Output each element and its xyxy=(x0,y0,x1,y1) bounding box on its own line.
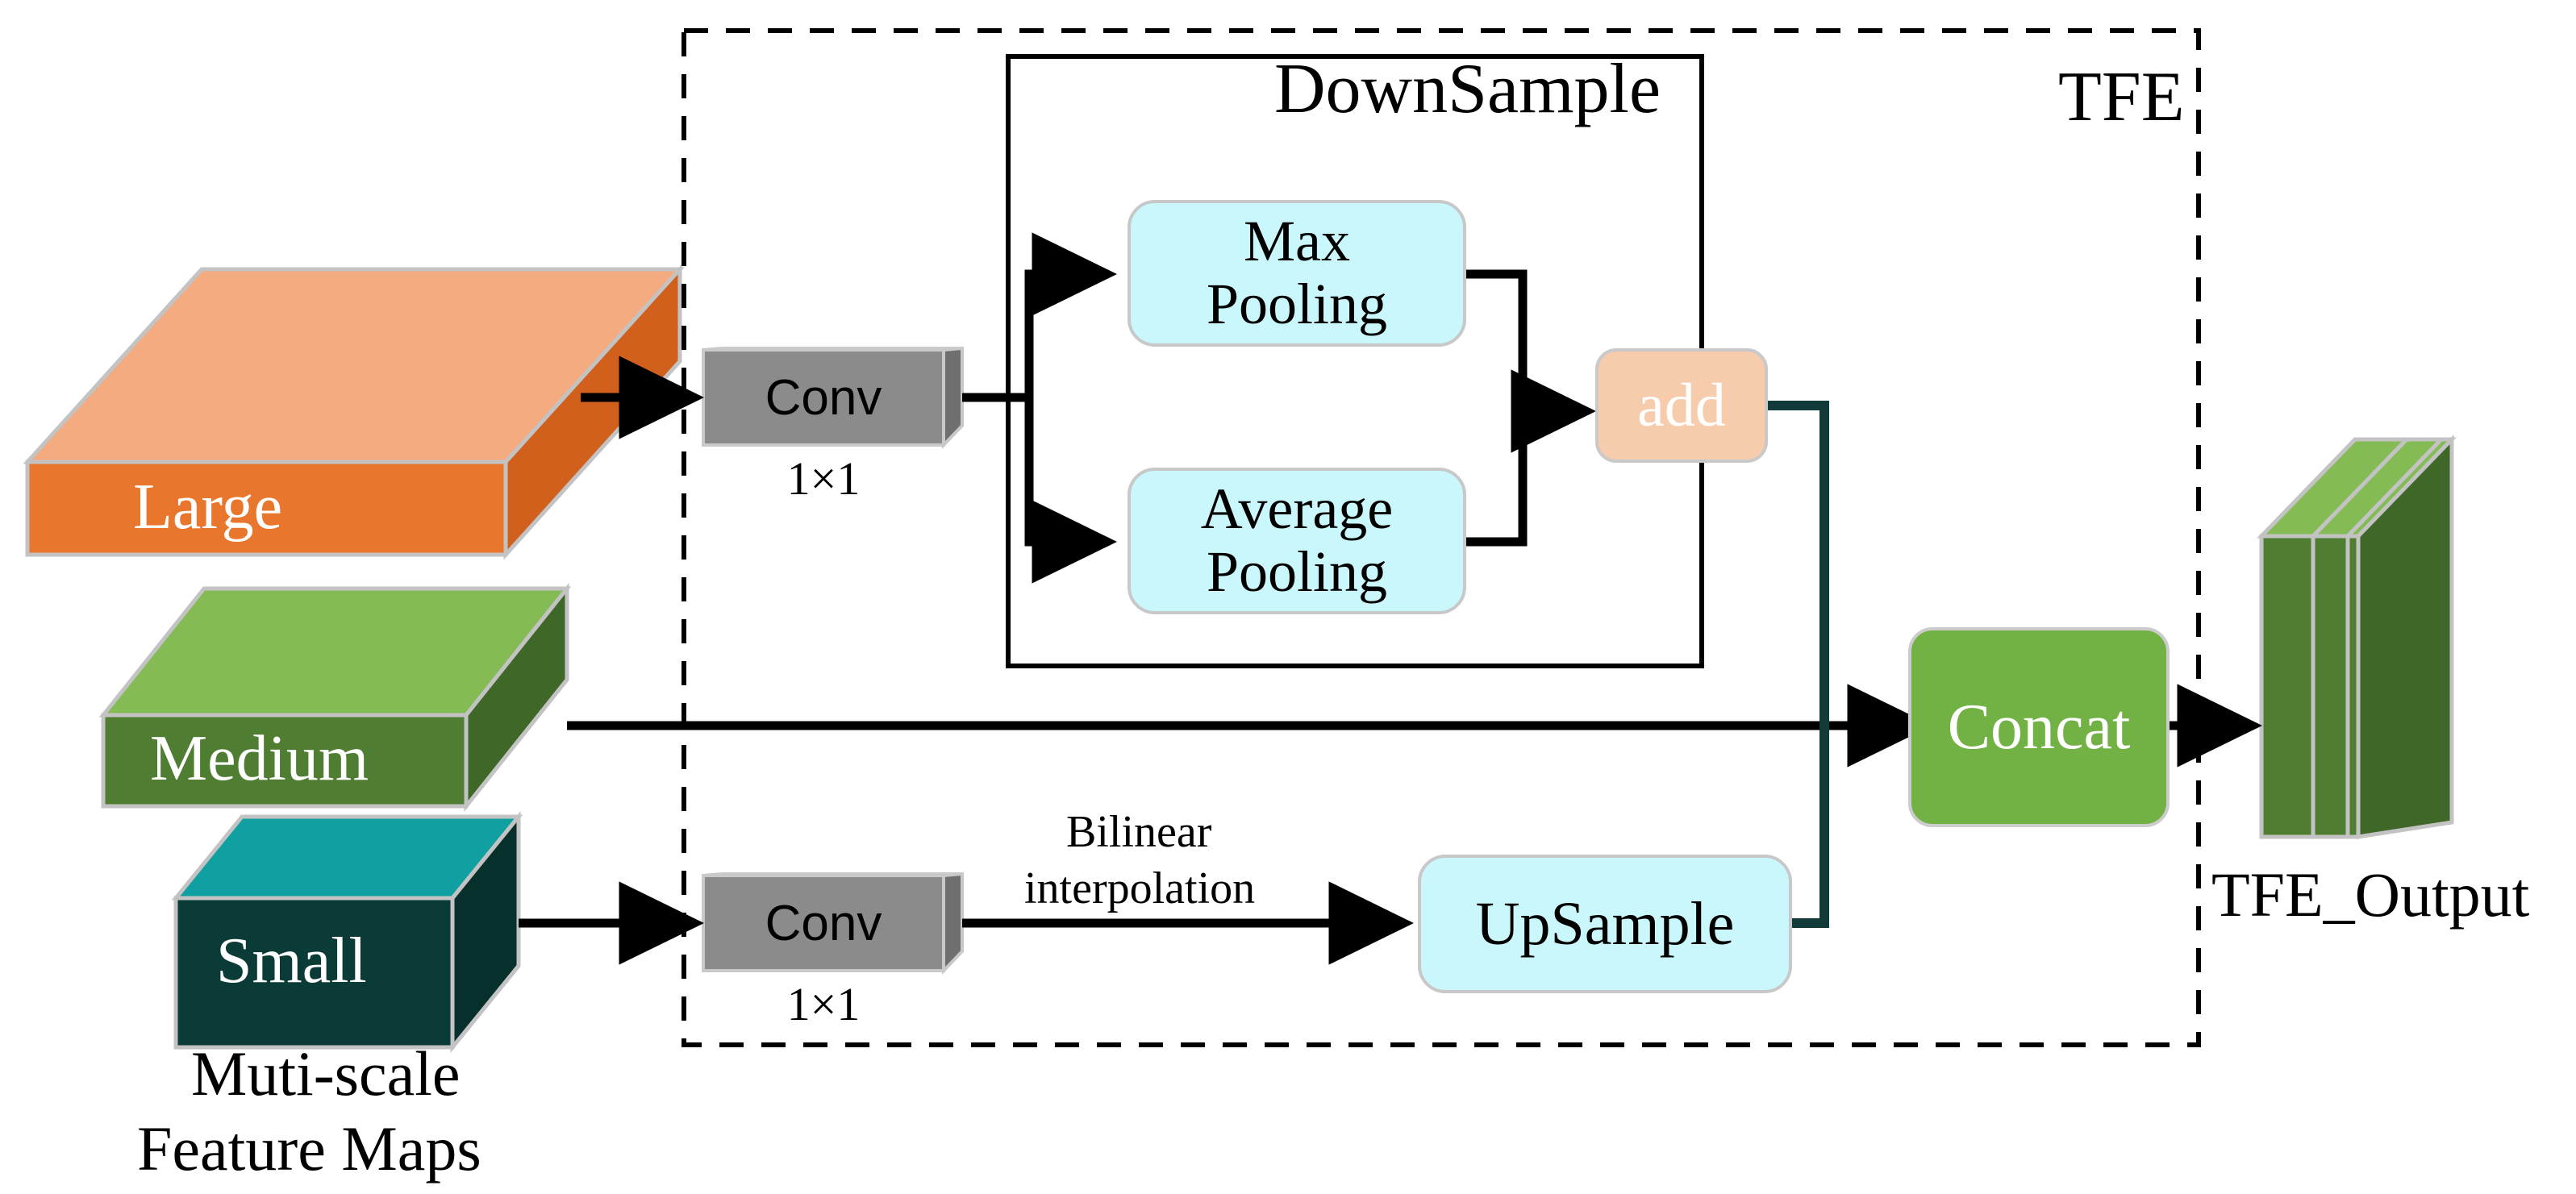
input-label-large: Large xyxy=(133,472,283,543)
edge-avgpool-to-add xyxy=(1466,411,1528,547)
input-block-medium xyxy=(98,582,572,813)
edge-add-and-upsample-to-concat xyxy=(1768,401,1829,928)
conv-block-top xyxy=(702,346,964,449)
concat-block[interactable]: Concat xyxy=(1908,627,2170,827)
conv-bottom-label: Conv xyxy=(765,895,882,951)
concat-block-label: Concat xyxy=(1947,691,2131,763)
conv-bottom-sublabel: 1×1 xyxy=(786,978,861,1030)
average-pooling-block[interactable]: Average Pooling xyxy=(1128,468,1466,614)
input-caption-line1: Muti-scale xyxy=(191,1038,461,1109)
input-label-medium: Medium xyxy=(150,723,369,794)
upsample-block-label: UpSample xyxy=(1475,889,1735,958)
conv-top-label: Conv xyxy=(765,369,882,426)
bilinear-label-line2: interpolation xyxy=(1024,863,1256,913)
input-label-small: Small xyxy=(216,926,367,996)
tfe-group-frame xyxy=(682,28,2201,1047)
tfe-group-title: TFE xyxy=(2058,58,2185,136)
bilinear-label-line1: Bilinear xyxy=(1066,807,1212,857)
conv-block-bottom xyxy=(702,872,964,975)
input-block-small xyxy=(171,810,523,1054)
output-caption: TFE_Output xyxy=(2211,859,2530,930)
downsample-group-title: DownSample xyxy=(1274,50,1661,128)
add-block-label: add xyxy=(1637,371,1726,439)
connector-teal-group xyxy=(1768,401,1829,928)
add-block[interactable]: add xyxy=(1595,348,1768,463)
input-caption-line2: Feature Maps xyxy=(137,1113,481,1184)
average-pooling-line1: Average xyxy=(1200,476,1394,542)
max-pooling-line1: Max xyxy=(1244,209,1350,274)
max-pooling-block[interactable]: Max Pooling xyxy=(1128,200,1466,347)
edge-conv-to-avgpool xyxy=(1024,397,1117,584)
average-pooling-line2: Pooling xyxy=(1206,539,1388,604)
edge-conv-to-maxpool xyxy=(962,232,1117,402)
output-block-tfe xyxy=(2257,434,2457,839)
conv-top-sublabel: 1×1 xyxy=(786,452,861,505)
upsample-block[interactable]: UpSample xyxy=(1418,855,1792,993)
max-pooling-line2: Pooling xyxy=(1206,272,1388,336)
edge-maxpool-to-add xyxy=(1466,269,1528,411)
input-block-large xyxy=(23,264,685,560)
connector-group xyxy=(519,232,2262,965)
